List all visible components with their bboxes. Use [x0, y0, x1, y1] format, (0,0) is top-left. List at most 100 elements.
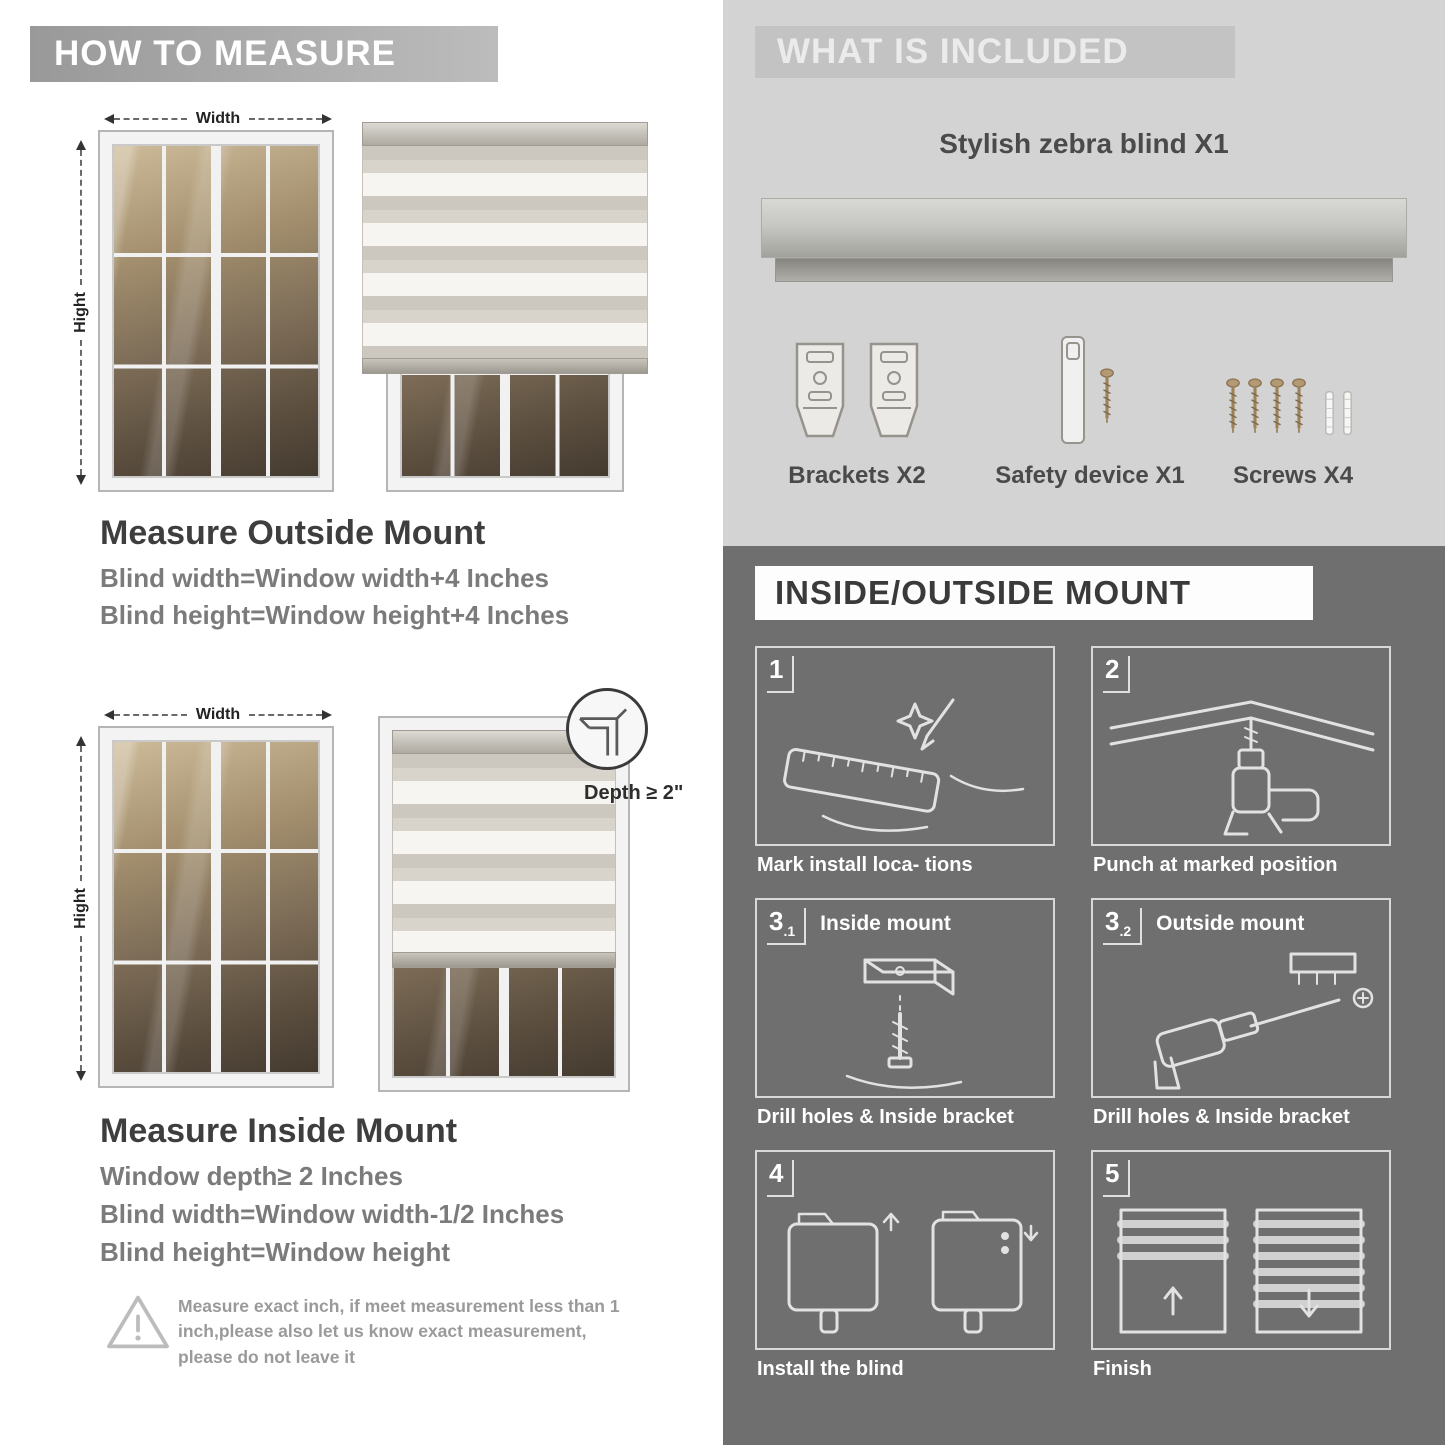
step-head: 4	[767, 1158, 808, 1197]
inside-mount-line-3: Blind height=Window height	[100, 1237, 450, 1267]
finish-blinds-illustration	[1117, 1208, 1365, 1334]
bracket-icon	[795, 342, 845, 438]
safety-device-label: Safety device X1	[995, 462, 1185, 489]
step-number-text: 2	[1105, 654, 1120, 684]
inside-mount-title: Measure Inside Mount	[100, 1112, 458, 1150]
depth-label: Depth ≥ 2"	[584, 782, 684, 804]
what-is-included-banner: WHAT IS INCLUDED	[755, 26, 1235, 78]
blind-bottom-rail	[362, 358, 648, 374]
step-head: 2	[1103, 654, 1144, 693]
screw-icon	[1248, 378, 1262, 433]
step-number-text: 3	[769, 906, 784, 936]
mount-banner: INSIDE/OUTSIDE MOUNT	[755, 566, 1313, 620]
zebra-blind-inside	[392, 730, 616, 968]
step-number: 3.2	[1103, 906, 1143, 945]
blind-stripes	[362, 146, 648, 358]
arrow-right-icon	[322, 114, 332, 124]
measure-note: Measure exact inch, if meet measurement …	[178, 1296, 620, 1367]
screw-icon	[1270, 378, 1284, 433]
width-arrow-outside: Width	[104, 110, 332, 128]
arrow-down-icon	[76, 475, 86, 485]
outside-mount-line-1: Blind width=Window width+4 Inches	[100, 563, 549, 593]
step-number: 5	[1103, 1158, 1131, 1197]
step-panel-1: 1	[755, 646, 1055, 846]
width-label: Width	[195, 110, 241, 127]
step-number: 2	[1103, 654, 1131, 693]
step-panel-5: 5	[1091, 1150, 1391, 1350]
dashed-line	[80, 935, 82, 1071]
drill-punch-illustration	[1109, 700, 1375, 836]
height-arrow-inside: Hight	[72, 736, 90, 1081]
dashed-line	[249, 118, 322, 120]
blind-cassette	[362, 122, 648, 146]
zebra-blind-cassette-image	[761, 198, 1407, 258]
what-is-included-title: WHAT IS INCLUDED	[777, 32, 1129, 71]
depth-detail-circle	[566, 688, 648, 770]
step-panel-2: 2	[1091, 646, 1391, 846]
what-is-included-section: WHAT IS INCLUDED Stylish zebra blind X1	[723, 0, 1445, 546]
height-arrow-outside: Hight	[72, 140, 90, 485]
bracket-icon	[869, 342, 919, 438]
width-arrow-inside: Width	[104, 706, 332, 724]
step-number: 3.1	[767, 906, 807, 945]
step-number-text: 5	[1105, 1158, 1120, 1188]
step-number: 1	[767, 654, 795, 693]
inside-mount-line-2: Blind width=Window width-1/2 Inches	[100, 1199, 565, 1229]
step-number-text: 3	[1105, 906, 1120, 936]
how-to-measure-title: HOW TO MEASURE	[54, 34, 396, 73]
how-to-measure-banner: HOW TO MEASURE	[30, 26, 498, 82]
inside-mount-line-1: Window depth≥ 2 Inches	[100, 1161, 403, 1191]
step-caption-1: Mark install loca- tions	[757, 854, 973, 876]
dashed-line	[80, 339, 82, 475]
step-caption-5: Finish	[1093, 1358, 1152, 1380]
step-panel-3-1: 3.1 Inside mount	[755, 898, 1055, 1098]
step-title: Outside mount	[1156, 912, 1305, 935]
step-caption-2: Punch at marked position	[1093, 854, 1338, 876]
window-illustration-inside	[100, 728, 332, 1086]
step-title: Inside mount	[820, 912, 951, 935]
outside-bracket-illustration	[1153, 952, 1374, 1090]
dashed-line	[249, 714, 322, 716]
zebra-blind-cassette-underside	[775, 258, 1393, 282]
height-label: Hight	[72, 292, 89, 333]
arrow-up-icon	[76, 140, 86, 150]
blind-inside-illustration	[380, 718, 628, 1090]
step-head: 3.1 Inside mount	[767, 906, 951, 945]
outside-mount-title: Measure Outside Mount	[100, 514, 486, 552]
mount-instructions-section: INSIDE/OUTSIDE MOUNT 1 Mark install loca…	[723, 546, 1445, 1445]
width-label: Width	[195, 706, 241, 723]
step-number-sub: .2	[1119, 923, 1132, 940]
blind-stripes	[392, 754, 616, 952]
step-head: 3.2 Outside mount	[1103, 906, 1305, 945]
screw-icon	[1226, 378, 1240, 433]
arrow-left-icon	[104, 710, 114, 720]
brackets-label: Brackets X2	[788, 462, 926, 489]
step-caption-4: Install the blind	[757, 1358, 904, 1380]
height-label: Hight	[72, 888, 89, 929]
step-head: 5	[1103, 1158, 1144, 1197]
arrow-left-icon	[104, 114, 114, 124]
window-corner-detail-icon	[579, 708, 628, 756]
step-panel-3-2: 3.2 Outside mount	[1091, 898, 1391, 1098]
window-illustration-outside	[100, 132, 332, 490]
mark-location-illustration	[783, 698, 1025, 832]
dashed-line	[114, 118, 187, 120]
warning-icon	[107, 1295, 169, 1349]
blind-outside-illustration	[362, 122, 648, 490]
step-number: 4	[767, 1158, 795, 1197]
step-number-text: 4	[769, 1158, 784, 1188]
mount-title: INSIDE/OUTSIDE MOUNT	[775, 574, 1192, 611]
step-number-text: 1	[769, 654, 784, 684]
step-head: 1	[767, 654, 808, 693]
zebra-blind-label: Stylish zebra blind X1	[939, 128, 1229, 159]
zebra-blind-outside	[362, 122, 648, 374]
wall-anchor-icon	[1325, 391, 1334, 435]
step-caption-3-1: Drill holes & Inside bracket	[757, 1106, 1014, 1128]
screw-icon	[1292, 378, 1306, 433]
blind-bottom-rail	[392, 952, 616, 968]
step-panel-4: 4	[755, 1150, 1055, 1350]
arrow-up-icon	[76, 736, 86, 746]
safety-device-icon	[1061, 336, 1085, 444]
step-caption-3-2: Drill holes & Inside bracket	[1093, 1106, 1350, 1128]
